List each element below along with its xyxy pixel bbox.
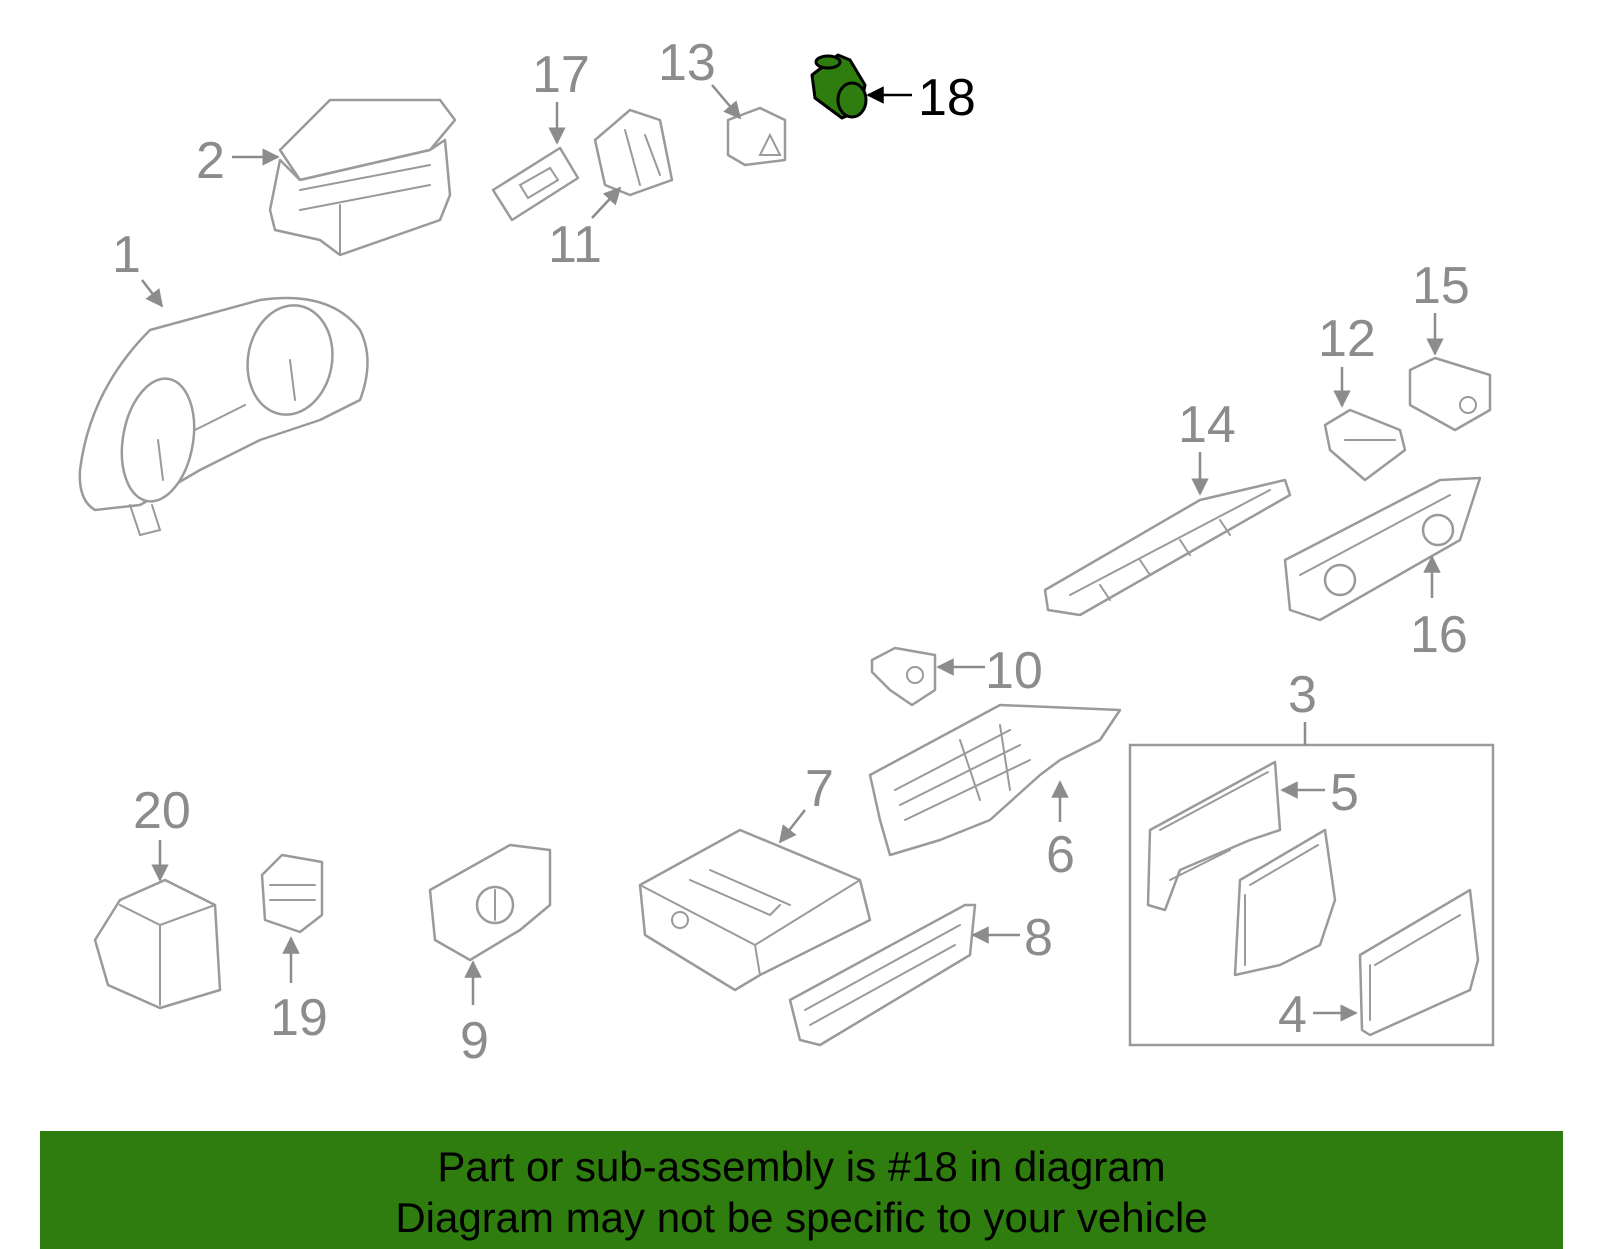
part-3-display-assembly[interactable]: [1128, 743, 1495, 1047]
part-6-console-bracket[interactable]: [868, 703, 1122, 857]
leader-lines: [141, 84, 1444, 1022]
callout-17: 17: [532, 46, 590, 104]
banner-line-part: Part or sub-assembly is #18 in diagram: [437, 1143, 1166, 1190]
part-10-switch[interactable]: [870, 646, 937, 707]
part-17-bracket[interactable]: [491, 146, 580, 222]
callout-10: 10: [985, 642, 1043, 700]
banner-line-disclaimer: Diagram may not be specific to your vehi…: [395, 1194, 1208, 1241]
callout-15: 15: [1412, 257, 1470, 315]
callout-11: 11: [548, 216, 602, 274]
part-2-display-unit[interactable]: [268, 98, 457, 257]
part-11-seat-switch[interactable]: [593, 108, 674, 197]
callout-4: 4: [1278, 986, 1307, 1044]
callout-8: 8: [1024, 909, 1053, 967]
part-1-instrument-cluster[interactable]: [78, 296, 369, 537]
part-18-sensor[interactable]: [810, 53, 868, 120]
callout-labels: 1 2 3 4 5 6 7 8 9 10 11 12 13 14 15 16 1…: [112, 34, 1470, 1070]
part-7-radio-unit[interactable]: [638, 828, 872, 992]
callout-3: 3: [1288, 666, 1317, 724]
callout-14: 14: [1178, 396, 1236, 454]
part-4-display-frame[interactable]: [1358, 888, 1480, 1037]
part-14-switch-strip[interactable]: [1043, 478, 1292, 617]
callout-5: 5: [1330, 764, 1359, 822]
part-19-switch[interactable]: [260, 853, 324, 934]
part-15-switch[interactable]: [1408, 356, 1492, 432]
parts-diagram: 1 2 3 4 5 6 7 8 9 10 11 12 13 14 15 16 1…: [78, 34, 1495, 1070]
callout-1: 1: [112, 226, 141, 284]
info-banner: Part or sub-assembly is #18 in diagram D…: [40, 1131, 1563, 1249]
part-16-climate-control[interactable]: [1283, 476, 1482, 622]
callout-9: 9: [460, 1012, 489, 1070]
part-20-control-module[interactable]: [93, 878, 222, 1010]
callout-16: 16: [1410, 606, 1468, 664]
callout-7: 7: [805, 760, 834, 818]
callout-2: 2: [196, 132, 225, 190]
callout-12: 12: [1318, 310, 1376, 368]
part-13-hazard-switch[interactable]: [726, 106, 787, 167]
part-5b-display-screen[interactable]: [1233, 828, 1337, 977]
part-5-display-housing[interactable]: [1146, 760, 1282, 912]
callout-20: 20: [133, 782, 191, 840]
part-8-trim-panel[interactable]: [788, 903, 977, 1047]
part-12-switch[interactable]: [1323, 408, 1407, 482]
callout-19: 19: [270, 989, 328, 1047]
callout-6: 6: [1046, 826, 1075, 884]
part-9-light-switch[interactable]: [428, 843, 552, 962]
callout-13: 13: [658, 34, 716, 92]
callout-18: 18: [918, 69, 976, 127]
